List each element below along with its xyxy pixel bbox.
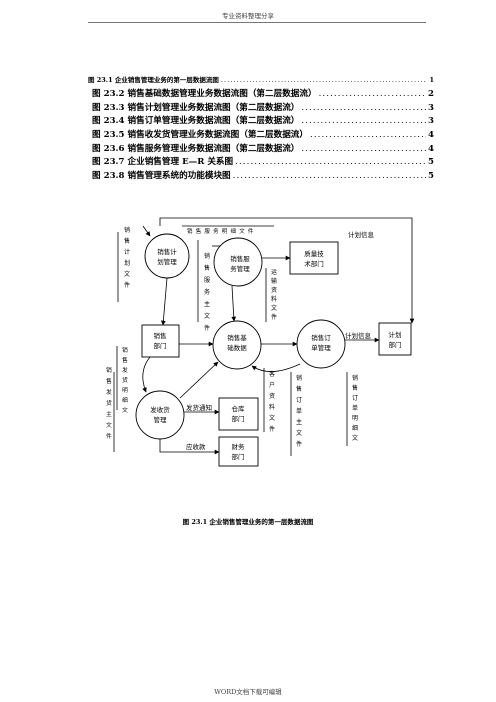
toc-entry-label: 图 23.1 企业销售管理业务的第一层数据流图 <box>88 76 219 84</box>
store-label: 销售发货明细文 <box>122 346 128 414</box>
process-label: 务管理 <box>230 264 250 273</box>
process-shipping: 发收货 管理 <box>135 390 185 440</box>
toc-entry-page: 4 <box>428 130 434 141</box>
flow-label: 销售服务明细文件 <box>187 227 257 235</box>
process-label: 销售订 <box>311 333 331 342</box>
process-label: 础数据 <box>227 343 247 352</box>
entity-finance: 财务 部门 <box>218 436 259 467</box>
toc-entry-label: 图 23.6 销售服务管理业务数据流图（第二层数据流） <box>92 143 300 154</box>
toc-entry[interactable]: 图 23.4 销售订单管理业务数据流图（第二层数据流） ............… <box>88 114 434 128</box>
data-store-order-detail-file: 销售订单明细文 <box>346 372 358 446</box>
toc-leader-dots: ........................................… <box>318 89 426 99</box>
flow-label: 发货通知 <box>186 403 212 412</box>
data-store-ship-detail-file: 销售发货明细文 <box>116 346 128 414</box>
entity-plan-dept: 计划 部门 <box>378 322 412 356</box>
data-store-sales-plan-file: 销售计划文件 <box>117 226 130 302</box>
flow-plan-down <box>160 277 168 326</box>
process-label: 管理 <box>154 415 168 424</box>
entity-label: 销售 <box>154 331 167 340</box>
toc-entry-label: 图 23.3 销售计划管理业务数据流图（第二层数据流） <box>92 102 300 113</box>
entity-warehouse: 仓库 部门 <box>218 397 259 431</box>
flow-shipping-to-finance <box>159 439 220 455</box>
toc-entry[interactable]: 图 23.6 销售服务管理业务数据流图（第二层数据流） ............… <box>88 142 434 156</box>
entity-label: 部门 <box>232 414 245 423</box>
data-store-service-main-file: 销售服务主文件 <box>197 240 210 332</box>
flow-plan-info-top <box>159 217 415 324</box>
toc-entry[interactable]: 图 23.2 销售基础数据管理业务数据流图（第二层数据流） ..........… <box>88 87 434 101</box>
toc-entry[interactable]: 图 23.3 销售计划管理业务数据流图（第二层数据流） ............… <box>88 101 434 115</box>
toc-entry-label: 图 23.2 销售基础数据管理业务数据流图（第二层数据流） <box>92 89 317 99</box>
process-label: 销售服 <box>230 254 250 263</box>
toc-entry-page: 1 <box>429 76 434 84</box>
store-label: 销售计划文件 <box>124 226 130 289</box>
toc-entry-page: 5 <box>428 171 434 182</box>
toc-entry-page: 4 <box>428 143 434 154</box>
flow-plan-to-salesplan <box>142 225 151 237</box>
toc-entry-page: 3 <box>428 116 434 127</box>
flow-service-down <box>231 285 237 322</box>
process-sales-service: 销售服 务管理 <box>213 237 263 287</box>
flow-label: 计划信息 <box>345 331 372 340</box>
entity-label: 仓库 <box>232 404 246 413</box>
toc-entry-label: 图 23.4 销售订单管理业务数据流图（第二层数据流） <box>92 116 300 127</box>
toc-entry-page: 2 <box>428 89 434 99</box>
header-rule <box>88 22 426 23</box>
entity-label: 财务 <box>232 442 246 451</box>
flow-shipping-to-base <box>179 361 219 399</box>
toc-leader-dots: ........................................… <box>301 102 426 113</box>
entity-label: 部门 <box>389 340 402 349</box>
process-sales-plan: 销售计 划管理 <box>144 233 190 279</box>
entity-label: 计划 <box>389 330 402 339</box>
flow-label: 计划信息 <box>348 230 375 239</box>
store-label: 客户资料文件 <box>269 370 275 433</box>
flow-label: 应收款 <box>186 442 206 451</box>
data-store-ship-main-file: 销售发货主文件 <box>106 366 115 452</box>
toc-entry[interactable]: 图 23.1 企业销售管理业务的第一层数据流图 ................… <box>88 74 434 87</box>
data-store-order-main-file: 销售订单主文件 <box>290 372 302 456</box>
process-label: 划管理 <box>157 257 177 266</box>
toc-leader-dots: ........................................… <box>301 116 426 127</box>
data-store-transport-file: 运输资料文件 <box>265 268 277 322</box>
flow-lines: 销售服务明细文件 计划信息 计划信息 发货通知 应收款 <box>142 217 415 455</box>
toc-leader-dots: ........................................… <box>232 171 426 182</box>
process-label: 销售计 <box>157 247 177 256</box>
toc-entry[interactable]: 图 23.5 销售收发货管理业务数据流图（第二层数据流） ...........… <box>88 128 434 142</box>
entity-label: 部门 <box>154 341 167 350</box>
store-label: 销售订单明细文 <box>352 374 358 442</box>
toc-leader-dots: ........................................… <box>309 130 426 141</box>
process-sales-order: 销售订 单管理 <box>296 319 346 369</box>
entity-label: 部门 <box>232 452 245 461</box>
store-label: 运输资料文件 <box>271 268 277 321</box>
table-of-figures: 图 23.1 企业销售管理业务的第一层数据流图 ................… <box>88 74 434 183</box>
store-label: 销售服务主文件 <box>204 252 210 332</box>
flow-dept-to-shipping <box>142 356 151 393</box>
process-label: 销售基 <box>227 333 247 342</box>
page-footer: WORD文档下载可编辑 <box>214 688 282 696</box>
figure-caption: 图 23.1 企业销售管理业务的第一层数据流图 <box>182 518 314 526</box>
toc-entry-label: 图 23.5 销售收发货管理业务数据流图（第二层数据流） <box>92 130 308 141</box>
entity-sales-dept: 销售 部门 <box>141 324 180 358</box>
entity-quality-dept: 质量技 术部门 <box>289 241 339 275</box>
toc-entry[interactable]: 图 23.7 企业销售管理 E—R 关系图 ..................… <box>88 155 434 169</box>
toc-entry-page: 5 <box>428 157 434 168</box>
store-label: 销售订单主文件 <box>296 374 302 448</box>
flow-order-arc <box>251 363 301 372</box>
page-header: 专业资料整理分享 <box>222 12 274 20</box>
process-label: 发收货 <box>150 405 170 414</box>
toc-entry-page: 3 <box>428 102 434 113</box>
toc-leader-dots: ........................................… <box>301 143 426 154</box>
toc-entry-label: 图 23.8 销售管理系统的功能模块图 <box>92 171 231 182</box>
entity-label: 质量技 <box>304 249 324 258</box>
process-label: 单管理 <box>311 343 331 352</box>
toc-entry-label: 图 23.7 企业销售管理 E—R 关系图 <box>92 157 234 168</box>
process-sales-base-data: 销售基 础数据 <box>212 320 262 370</box>
data-store-customer-file: 客户资料文件 <box>263 368 275 433</box>
store-label: 销售发货主文件 <box>106 366 112 440</box>
toc-leader-dots: ........................................… <box>220 76 428 84</box>
entity-label: 术部门 <box>304 259 324 268</box>
toc-entry[interactable]: 图 23.8 销售管理系统的功能模块图 ....................… <box>88 169 434 183</box>
toc-leader-dots: ........................................… <box>235 157 426 168</box>
